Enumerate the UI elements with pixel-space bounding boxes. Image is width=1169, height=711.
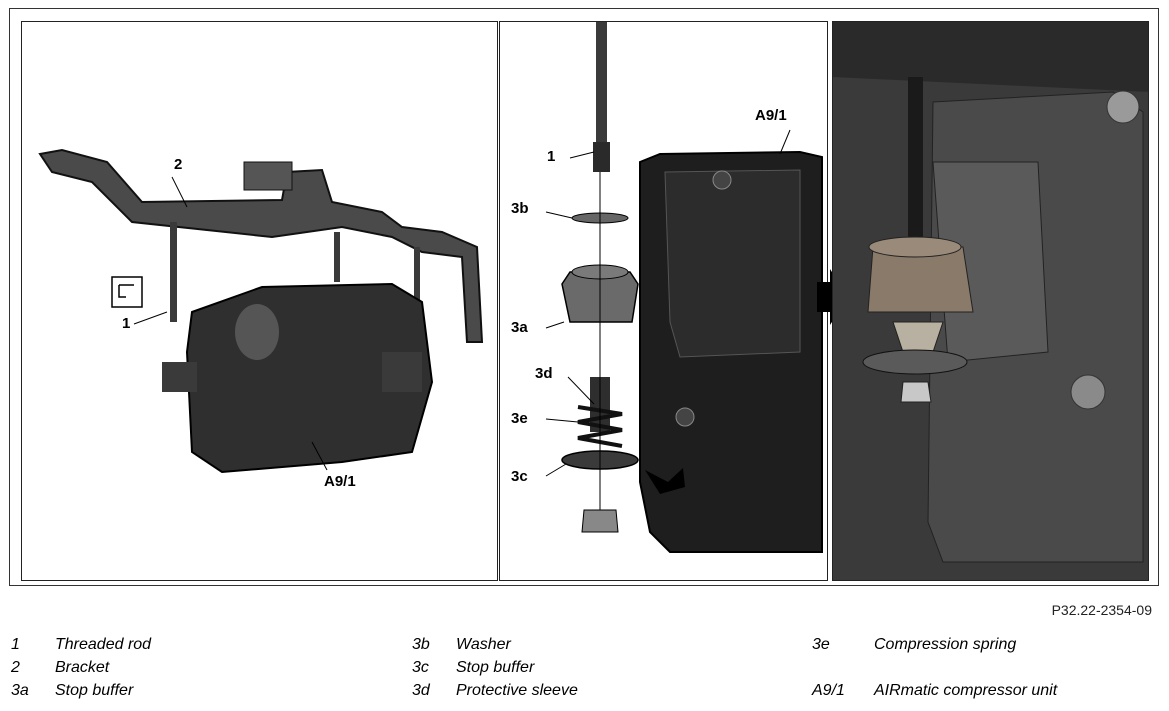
label-a9-1-middle: A9/1 <box>755 107 787 124</box>
legend-item: 3e Compression spring <box>812 636 1057 659</box>
assembly-drawing <box>38 148 484 474</box>
legend-code: 2 <box>11 659 20 676</box>
legend-text: Compression spring <box>874 636 1017 653</box>
legend-text: Washer <box>456 636 511 653</box>
legend-column-3: 3e Compression spring A9/1 AIRmatic compre… <box>812 636 1057 705</box>
legend-code: 3c <box>412 659 429 676</box>
legend-item: A9/1 AIRmatic compressor unit <box>812 682 1057 705</box>
label-1: 1 <box>122 315 131 332</box>
legend-text: Threaded rod <box>55 636 152 653</box>
legend-text: Bracket <box>55 659 110 676</box>
legend-item: 3c Stop buffer <box>412 659 578 682</box>
label-3b: 3b <box>511 200 529 217</box>
label-3d: 3d <box>535 365 553 382</box>
legend-item: 1 Threaded rod <box>11 636 151 659</box>
label-a9-1: A9/1 <box>324 473 356 490</box>
legend-code: 3b <box>412 636 430 653</box>
legend-code: A9/1 <box>812 682 845 699</box>
legend-item: 3d Protective sleeve <box>412 682 578 705</box>
legend-item: 2 Bracket <box>11 659 151 682</box>
legend-text: Stop buffer <box>55 682 134 699</box>
legend-code: 3d <box>412 682 430 699</box>
legend-code: 3a <box>11 682 29 699</box>
legend-item: 3b Washer <box>412 636 578 659</box>
panel-exploded-view: A9/1 1 3b 3a 3d 3e 3c <box>499 21 828 581</box>
installed-photo <box>833 22 1148 580</box>
label-1-middle: 1 <box>547 148 556 165</box>
legend-code: 3e <box>812 636 830 653</box>
panel-installed-view <box>832 21 1149 581</box>
legend-item: 3a Stop buffer <box>11 682 151 705</box>
legend-code <box>812 659 874 682</box>
legend-text: AIRmatic compressor unit <box>874 682 1058 699</box>
legend-text: Protective sleeve <box>456 682 578 699</box>
panel-assembly-overview: 2 1 A9/1 <box>21 21 498 581</box>
legend-item <box>812 659 1057 682</box>
label-3c: 3c <box>511 468 528 485</box>
label-3e: 3e <box>511 410 528 427</box>
label-2: 2 <box>174 156 183 173</box>
legend-text: Stop buffer <box>456 659 535 676</box>
figure-reference: P32.22-2354-09 <box>1051 602 1152 618</box>
legend-code: 1 <box>11 636 20 653</box>
figure-frame: 2 1 A9/1 <box>9 8 1159 586</box>
legend-column-2: 3b Washer 3c Stop buffer 3d Protective slee… <box>412 636 578 705</box>
exploded-drawing <box>545 22 823 553</box>
legend-column-1: 1 Threaded rod 2 Bracket 3a Stop buffer <box>11 636 151 705</box>
label-3a: 3a <box>511 319 528 336</box>
